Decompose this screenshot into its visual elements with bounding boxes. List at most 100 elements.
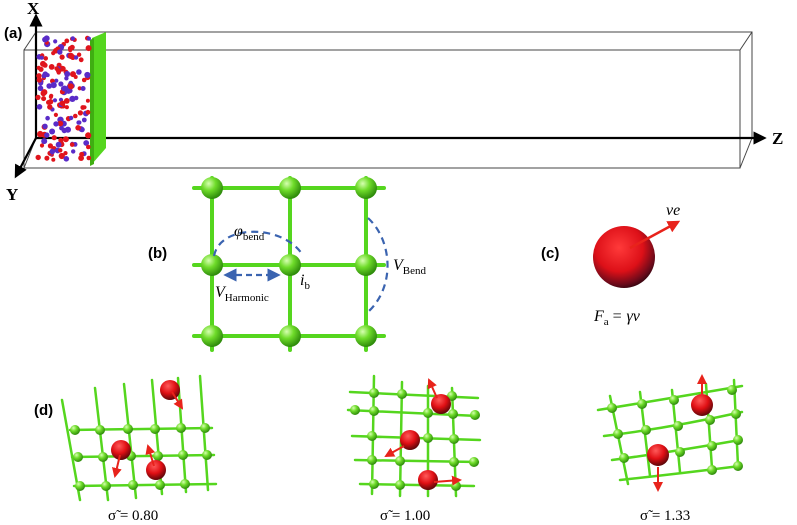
particle-dot	[85, 45, 92, 52]
lattice-bead	[355, 177, 377, 199]
active-particle	[593, 226, 655, 288]
particle-dot	[42, 123, 48, 129]
particle-dot	[44, 155, 50, 161]
particle-dot	[35, 154, 41, 161]
particle-dot	[47, 99, 54, 105]
particle-dot	[77, 110, 83, 116]
panel-a: (a) X Z Y	[4, 0, 783, 204]
y-axis-label: Y	[6, 185, 18, 204]
panel-d-label: (d)	[34, 402, 53, 419]
particle-dot	[81, 77, 87, 83]
particle-dot	[38, 66, 44, 72]
lattice-bead	[355, 254, 377, 276]
particle-dot	[85, 132, 92, 139]
panel-b-label: (b)	[148, 245, 167, 262]
particle-dot	[76, 69, 82, 75]
particle-dot	[76, 52, 82, 57]
particle-dot	[77, 120, 82, 125]
particle-dot	[45, 115, 50, 121]
y-axis-arrow	[14, 137, 37, 179]
x-axis-label: X	[27, 0, 40, 18]
ib-label: ib	[300, 272, 310, 292]
particle-dot	[81, 117, 87, 123]
particle-dot	[47, 104, 53, 110]
caption-sigma-100: σ̃ = 1.00	[380, 508, 430, 524]
particle-dot	[36, 73, 42, 79]
lattice-bead	[279, 325, 301, 347]
particle-dot	[40, 60, 46, 67]
particle-dot	[63, 156, 70, 162]
snapshot-sigma-100: σ̃ = 1.00	[346, 374, 482, 524]
particle-dot	[79, 151, 85, 157]
particle-dot	[54, 78, 59, 83]
bend-potential-arc	[367, 217, 389, 313]
particle-dot	[64, 71, 71, 77]
particle-dot	[48, 94, 54, 99]
particle-dot	[44, 132, 50, 138]
particle-dot	[62, 136, 69, 143]
particle-dot	[68, 115, 74, 121]
particle-dot	[53, 121, 59, 127]
particle-dot	[42, 71, 49, 77]
particle-dot	[55, 141, 62, 148]
panel-d: (d) σ	[34, 374, 744, 524]
particle-dot	[69, 142, 75, 147]
particle-dot	[46, 83, 52, 89]
particle-dot	[41, 138, 48, 145]
particle-dot	[48, 64, 55, 70]
panel-a-label: (a)	[4, 25, 22, 42]
caption-sigma-133: σ̃ = 1.33	[640, 508, 690, 524]
particle-dot	[36, 104, 43, 110]
particle-dot	[85, 98, 90, 103]
particle-dot	[58, 152, 65, 160]
particle-dot	[59, 100, 66, 107]
lattice-bead	[279, 177, 301, 199]
particle-dot	[61, 85, 68, 92]
velocity-label: ve	[666, 202, 680, 219]
lattice-bead	[201, 177, 223, 199]
particle-dot	[64, 126, 71, 133]
simulation-box	[23, 31, 753, 169]
particle-dot	[70, 71, 76, 78]
particle-dot	[78, 57, 84, 63]
particle-dot	[80, 86, 86, 91]
z-axis-label: Z	[772, 129, 783, 148]
particle-dot	[39, 143, 45, 148]
panel-b: (b) φbend VBend	[148, 176, 427, 352]
particle-dot	[37, 130, 44, 138]
particle-dot	[67, 83, 74, 90]
particle-dot	[57, 49, 63, 55]
particle-dot	[35, 94, 41, 100]
particle-dot	[37, 85, 44, 92]
particle-dot	[52, 98, 58, 103]
particle-dot	[86, 36, 91, 41]
particle-dot	[70, 36, 76, 41]
particle-dot	[73, 55, 79, 60]
particle-dot	[75, 125, 81, 131]
lattice-beads	[201, 177, 377, 347]
friction-force-label: Fa= γv	[593, 308, 641, 328]
particle-dot	[39, 55, 44, 60]
particle-dot	[64, 105, 69, 110]
particle-dot	[43, 56, 48, 61]
v-harmonic-label: VHarmonic	[215, 284, 269, 304]
panel-c: (c) ve Fa= γv	[541, 202, 680, 328]
particle-dot	[40, 90, 47, 97]
particle-dot	[86, 155, 92, 161]
particle-dot	[68, 48, 73, 53]
lattice-bead	[201, 325, 223, 347]
particle-dot	[51, 157, 56, 162]
phi-bend-label: φbend	[234, 223, 265, 243]
particle-dot	[64, 38, 70, 44]
particle-dot	[58, 148, 63, 153]
particle-dot	[53, 112, 59, 117]
particle-dot	[73, 95, 79, 101]
membrane-wall	[90, 32, 106, 166]
particle-dot	[50, 82, 57, 89]
axes	[14, 13, 767, 179]
particle-dot	[49, 148, 56, 155]
velocity-arrow	[629, 220, 681, 250]
particle-dot	[41, 96, 47, 102]
particle-dot	[80, 105, 86, 110]
particle-dot	[56, 68, 62, 74]
